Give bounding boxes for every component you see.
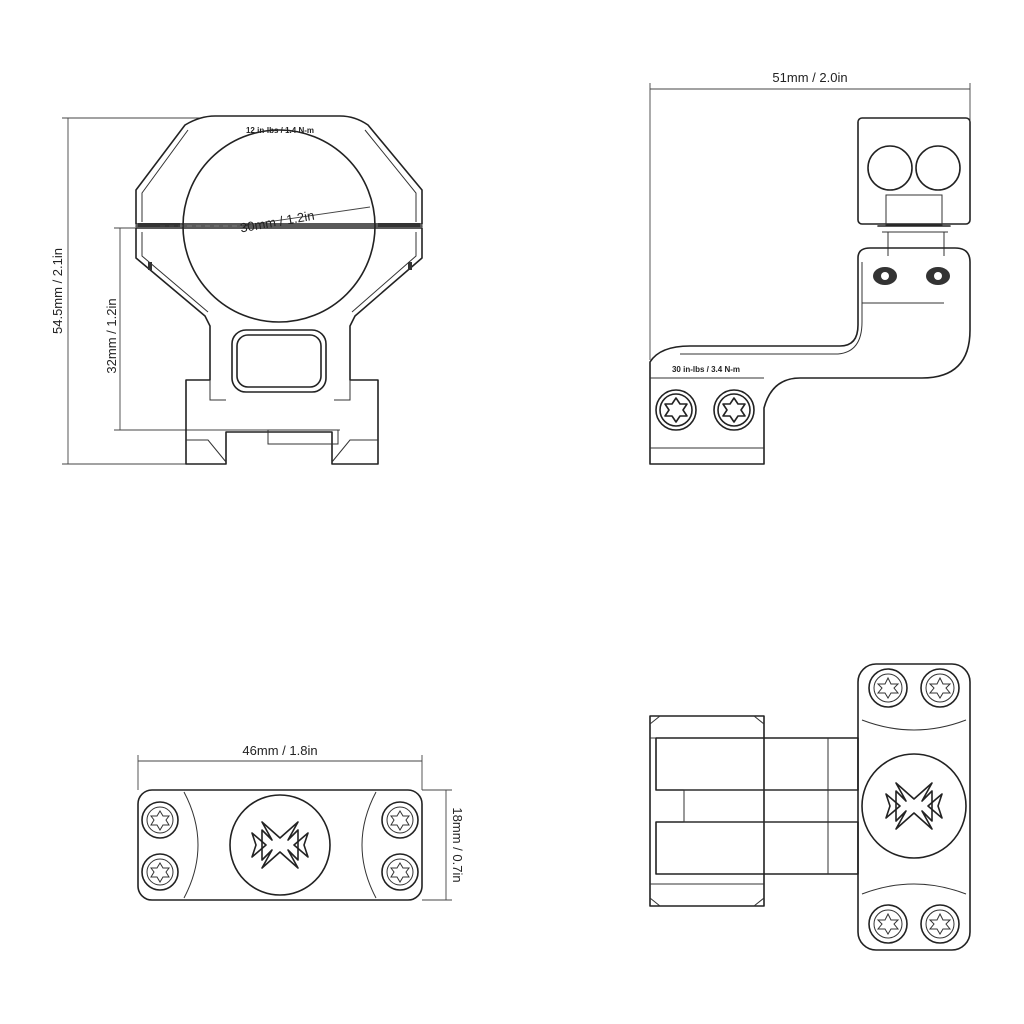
bottom-screw-3	[868, 904, 908, 944]
diameter-label: 30mm / 1.2in	[239, 208, 316, 236]
base-screw-right	[713, 389, 755, 431]
bottom-screw-1	[868, 668, 908, 708]
depth-label: 18mm / 0.7in	[450, 807, 465, 882]
top-screw-lr	[381, 853, 419, 891]
side-cap	[857, 117, 971, 225]
rail-clamp	[649, 715, 765, 907]
offset-arm	[649, 247, 971, 465]
top-torque-label: 12 in-lbs / 1.4 N-m	[246, 126, 314, 135]
top-screw-ul	[141, 801, 179, 839]
width-label: 51mm / 2.0in	[772, 70, 847, 85]
cap-screw-left	[867, 145, 913, 191]
center-height-label: 32mm / 1.2in	[104, 298, 119, 373]
base-screw-left	[655, 389, 697, 431]
side-view: 51mm / 2.0in 30 in-lbs / 3.4 N-m	[649, 70, 971, 465]
top-screw-ur	[381, 801, 419, 839]
bottom-view	[649, 663, 971, 951]
cap-screw-right	[915, 145, 961, 191]
height-label: 54.5mm / 2.1in	[50, 248, 65, 334]
top-view: 46mm / 1.8in 18mm / 0.7in	[137, 743, 465, 901]
bottom-screw-2	[920, 668, 960, 708]
ring-body-bottom	[857, 663, 971, 951]
base-torque-label: 30 in-lbs / 3.4 N-m	[672, 365, 740, 374]
recoil-lug	[267, 429, 339, 445]
diameter-line	[239, 206, 371, 227]
ring-base	[135, 227, 423, 465]
top-body	[137, 789, 423, 901]
length-label: 46mm / 1.8in	[242, 743, 317, 758]
logo-icon	[229, 794, 331, 896]
ring-cap	[135, 115, 423, 225]
window-cutout	[231, 329, 327, 393]
top-screw-ll	[141, 853, 179, 891]
bottom-screw-4	[920, 904, 960, 944]
bottom-logo-icon	[861, 753, 967, 859]
front-view: 54.5mm / 2.1in 32mm / 1.2in 30mm / 1.2in…	[50, 115, 423, 465]
